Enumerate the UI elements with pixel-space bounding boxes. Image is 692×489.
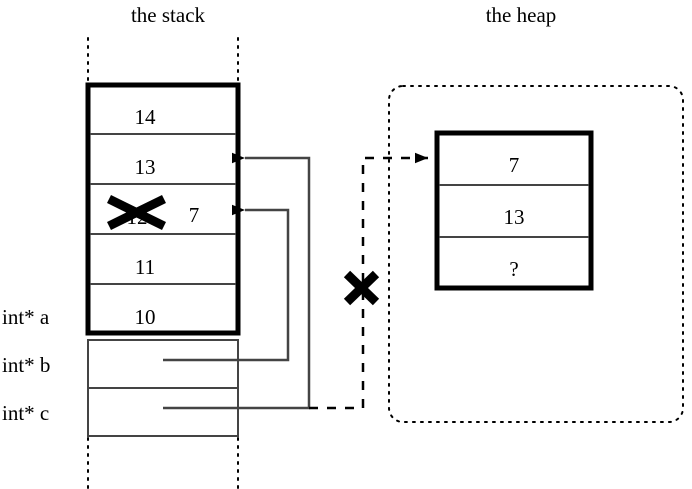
stack-var-cell-c [87,387,239,437]
heap-cell-value-0: 7 [509,153,520,177]
heap-region-title: the heap [486,3,557,27]
pointer-dashed-to-heap [309,152,428,410]
stack-cell-value-3: 11 [135,255,155,279]
heap-block-frame [434,130,594,291]
heap-cell-value-2: ? [509,257,518,281]
stack-cell-value-4: 10 [135,305,156,329]
variable-label-b: int* b [2,353,50,377]
invalid-pointer-cross [343,270,380,306]
heap-region-boundary [388,85,684,423]
stack-array-frame [85,82,241,336]
pointer-b-to-stack-cell [163,204,290,362]
stack-var-cell-b [87,339,239,389]
variable-label-a: int* a [2,305,50,329]
stack-cell-value-1: 13 [135,155,156,179]
stack-cell-new-value-2: 7 [189,203,200,227]
heap-cell-value-1: 13 [504,205,525,229]
strikeout-cross-stack-value [107,194,166,231]
stack-region-title: the stack [131,3,206,27]
variable-label-c: int* c [2,401,49,425]
pointer-c-to-stack-cell [163,152,311,410]
stack-cell-value-0: 14 [135,105,157,129]
